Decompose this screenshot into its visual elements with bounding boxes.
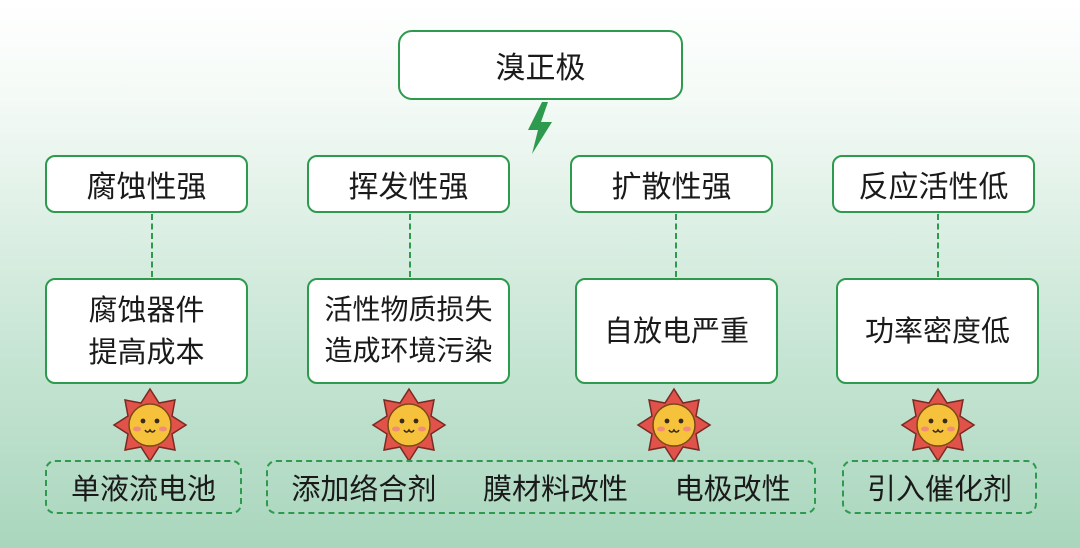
title-box: 溴正极 [398,30,683,100]
effect-line: 活性物质损失 [324,293,493,327]
property-text: 扩散性强 [611,170,732,205]
sun-face-icon [112,387,188,463]
effect-box-corrosive: 腐蚀器件 提高成本 [45,278,248,384]
solution-item: 单液流电池 [70,472,216,506]
solution-item: 电极改性 [674,472,791,506]
solution-box-volatile-diffusive: 添加络合剂 膜材料改性 电极改性 [266,460,816,514]
property-box-low-activity: 反应活性低 [832,155,1035,213]
effect-line: 造成环境污染 [324,334,493,367]
connector-line [937,214,939,277]
property-box-corrosive: 腐蚀性强 [45,155,248,213]
effect-line: 腐蚀器件 [88,292,205,327]
effect-box-volatile: 活性物质损失 造成环境污染 [307,278,510,384]
solution-item: 引入催化剂 [866,472,1012,506]
property-text: 腐蚀性强 [86,170,207,205]
effect-box-low-activity: 功率密度低 [836,278,1039,384]
title-text: 溴正极 [495,51,586,86]
property-text: 反应活性低 [858,170,1009,205]
property-box-volatile: 挥发性强 [307,155,510,213]
property-text: 挥发性强 [348,170,469,205]
effect-line: 功率密度低 [864,313,1010,348]
sun-face-icon [636,387,712,463]
property-box-diffusive: 扩散性强 [570,155,773,213]
solution-box-single-flow: 单液流电池 [45,460,242,514]
connector-line [409,214,411,277]
connector-line [151,214,153,277]
effect-box-diffusive: 自放电严重 [575,278,778,384]
effect-line: 提高成本 [88,335,205,369]
lightning-icon [528,102,552,154]
solution-item: 膜材料改性 [482,472,628,506]
connector-line [675,214,677,277]
effect-line: 自放电严重 [603,313,749,348]
solution-box-catalyst: 引入催化剂 [842,460,1037,514]
sun-face-icon [900,387,976,463]
sun-face-icon [371,387,447,463]
solution-item: 添加络合剂 [291,472,437,506]
